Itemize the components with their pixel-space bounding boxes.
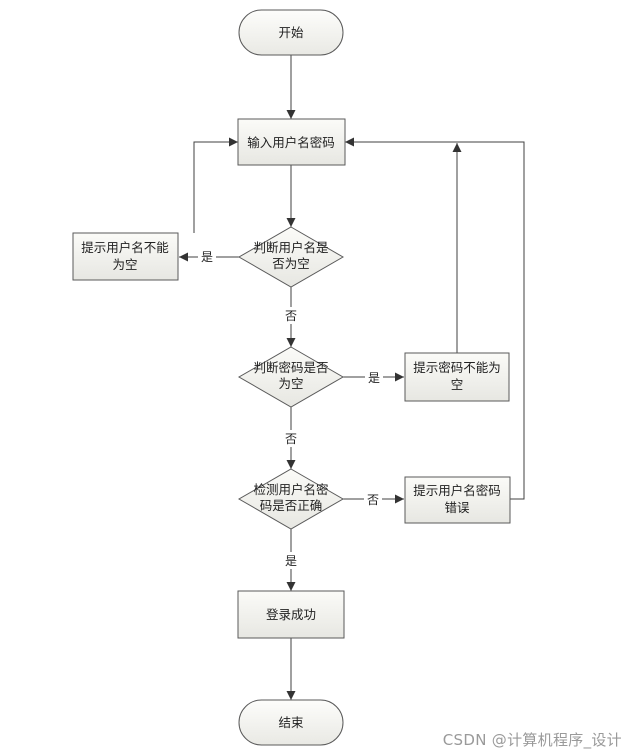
end-node: 结束 <box>238 699 344 746</box>
label-verify-yes: 是 <box>285 554 297 568</box>
label-username-yes: 是 <box>201 250 213 264</box>
login-success-label: 登录成功 <box>266 607 316 622</box>
label-password-no: 否 <box>285 432 297 446</box>
login-success-node: 登录成功 <box>237 590 345 639</box>
username-empty-line1: 提示用户名不能 <box>81 240 169 255</box>
start-label: 开始 <box>278 25 304 40</box>
password-empty-line1: 提示密码不能为 <box>413 360 501 375</box>
username-empty-node: 提示用户名不能 为空 <box>72 232 179 281</box>
watermark: CSDN @计算机程序_设计 <box>442 731 622 749</box>
edge-wrong-loop <box>345 137 525 500</box>
verify-line2: 码是否正确 <box>260 498 323 513</box>
check-username-decision: 判断用户名是 否为空 <box>237 226 345 288</box>
username-empty-line2: 为空 <box>112 257 137 272</box>
label-verify-no: 否 <box>367 493 379 507</box>
check-password-line2: 为空 <box>278 376 303 391</box>
verify-decision: 检测用户名密 码是否正确 <box>237 468 345 530</box>
wrong-credentials-node: 提示用户名密码 错误 <box>404 476 511 524</box>
start-node: 开始 <box>238 9 344 56</box>
edge-labels: 是 否 是 否 否 是 <box>198 248 383 569</box>
verify-line1: 检测用户名密 <box>253 482 328 497</box>
check-password-line1: 判断密码是否 <box>253 360 328 375</box>
check-username-line1: 判断用户名是 <box>253 240 329 255</box>
end-label: 结束 <box>278 715 304 730</box>
edge-username-empty-loop <box>193 137 238 233</box>
wrong-line2: 错误 <box>444 500 470 515</box>
password-empty-line2: 空 <box>451 377 464 392</box>
input-label: 输入用户名密码 <box>247 135 335 150</box>
check-password-decision: 判断密码是否 为空 <box>237 346 345 408</box>
password-empty-node: 提示密码不能为 空 <box>404 352 510 402</box>
input-node: 输入用户名密码 <box>237 118 346 166</box>
label-password-yes: 是 <box>368 371 380 385</box>
label-username-no: 否 <box>285 309 297 323</box>
check-username-line2: 否为空 <box>272 256 310 271</box>
wrong-line1: 提示用户名密码 <box>413 483 501 498</box>
